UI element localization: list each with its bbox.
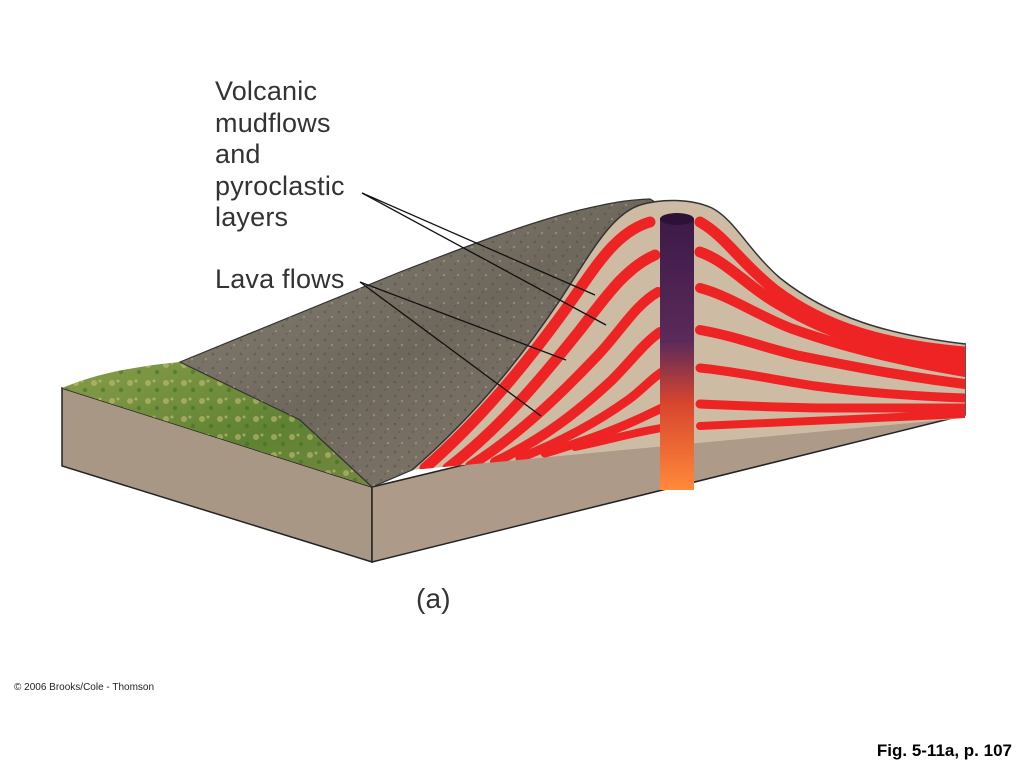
leader-lines [359,192,607,417]
lava-layer [442,246,965,470]
copyright-notice: © 2006 Brooks/Cole - Thomson [14,682,155,693]
label-line: pyroclastic [215,170,345,201]
label-lava-flows: Lava flows [215,264,345,294]
label-line: layers [215,202,289,232]
lava-layer [465,283,965,470]
label-line: and [215,139,261,169]
lava-layer [419,216,965,470]
leader-line-mudflows [361,192,607,326]
panel-label: (a) [416,583,451,614]
vent-top [660,213,694,225]
leader-line-mudflows [361,192,596,296]
lava-layer [540,399,965,458]
figure-reference: Fig. 5-11a, p. 107 [876,741,1012,760]
label-line: mudflows [215,107,331,138]
label-line: Volcanic [215,76,318,106]
lava-layer [515,363,965,463]
cross-section-outline [411,199,966,471]
magma-vent [660,218,694,490]
lava-layer [571,410,965,451]
lava-layer [490,325,965,467]
leader-line-lava [359,281,542,417]
label-volcanic-mudflows-and-pyroclastic-layers: Volcanic mudflows and pyroclastic layers [215,76,345,234]
leader-line-lava [359,281,567,361]
